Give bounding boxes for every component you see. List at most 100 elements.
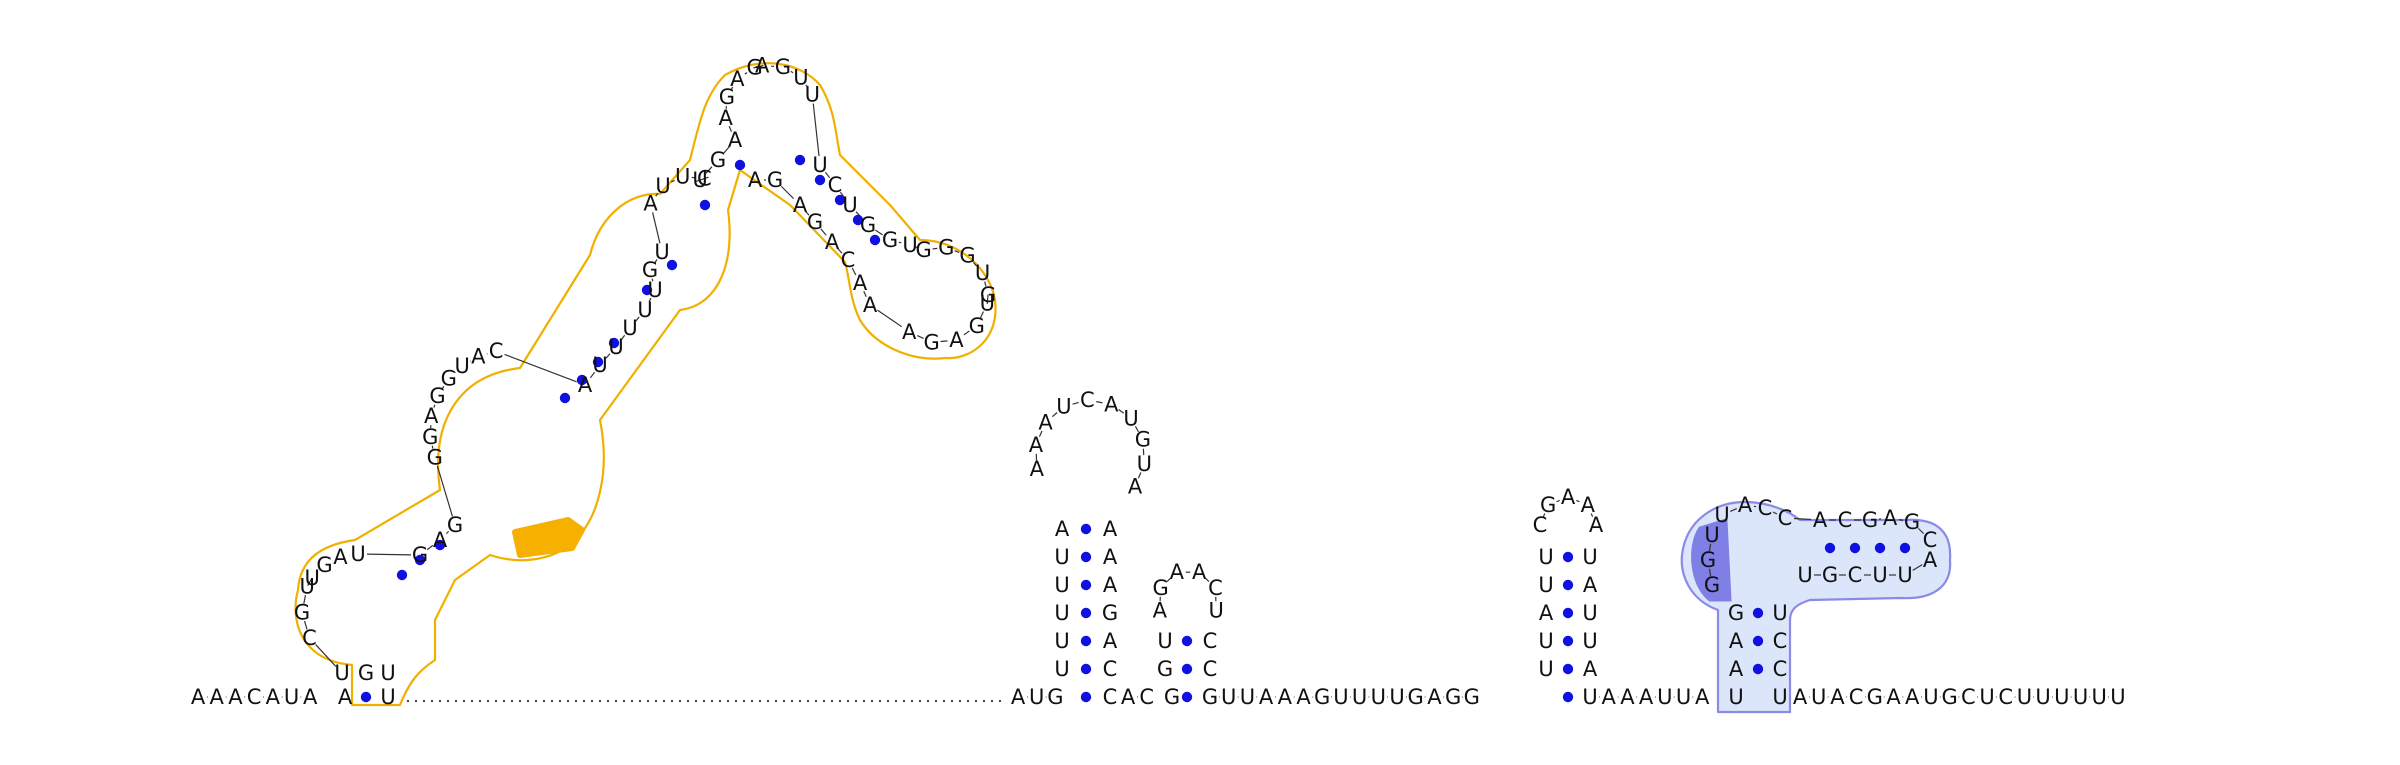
strand-gap-dot [759,700,761,702]
base-pair-dot [1563,608,1573,618]
base-pair-dot [1900,543,1910,553]
strand-gap-dot [783,700,785,702]
hairpin2-nucleotide: C [1203,629,1218,653]
base-pair-dot [1563,636,1573,646]
base-pair-dot [1825,543,1835,553]
hairpin1-loop-nucleotide: U [1056,395,1071,419]
orange-domain-nucleotide: A [863,293,878,317]
strand-gap-dot [967,700,969,702]
orange-domain-nucleotide: G [959,244,975,268]
strand-gap-dot [823,700,825,702]
strand-gap-dot [839,700,841,702]
hairpin3-stem-5prime: U [1538,545,1553,569]
strand-gap-dot [551,700,553,702]
strand-gap-dot [735,700,737,702]
orange-domain-nucleotide: G [316,553,332,577]
strand-gap-dot [455,700,457,702]
hairpin2-loop-nucleotide: A [1153,598,1168,622]
base-pair-dot [1182,636,1192,646]
strand-gap-dot [671,700,673,702]
base-pair-dot [1753,608,1763,618]
strand-gap-dot [767,700,769,702]
orange-domain-nucleotide: G [412,543,428,567]
orange-domain-nucleotide: A [853,271,868,295]
strand-gap-dot [855,700,857,702]
strand-gap-dot [999,700,1001,702]
strand-gap-dot [703,700,705,702]
orange-domain-nucleotide: U [975,261,990,285]
blue-domain-nucleotide: A [1883,506,1898,530]
middle-nucleotide: G [1445,685,1461,709]
hairpin3-stem-3prime: U [1582,601,1597,625]
tail-nucleotide: G [1941,685,1957,709]
strand-gap-dot [519,700,521,702]
hairpin1-stem-3prime: G [1102,601,1118,625]
middle-nucleotide: A [1427,685,1442,709]
tail-nucleotide: U [2073,685,2088,709]
orange-domain-nucleotide: U [380,685,395,709]
orange-domain-nucleotide: U [654,240,669,264]
blue-domain-nucleotide: U [1714,503,1729,527]
strand-gap-dot [951,700,953,702]
orange-domain-nucleotide: A [793,193,808,217]
hairpin1-loop-nucleotide: A [1029,433,1044,457]
strand-gap-dot [903,700,905,702]
orange-domain-nucleotide: G [447,513,463,537]
base-pair-dot [397,570,407,580]
blue-stem-5prime: A [1729,657,1744,681]
orange-domain-nucleotide: A [338,685,353,709]
strand-gap-dot [863,700,865,702]
orange-domain-nucleotide: A [825,230,840,254]
strand-gap-dot [479,700,481,702]
strand-gap-dot [615,700,617,702]
strand-gap-dot [623,700,625,702]
blue-stem-5prime: G [1728,601,1744,625]
base-pair-dot [361,692,371,702]
middle-nucleotide: U [1389,685,1404,709]
orange-domain-nucleotide: A [471,345,486,369]
strand-gap-dot [919,700,921,702]
orange-domain-nucleotide: A [902,320,917,344]
blue-domain-nucleotide: C [1778,506,1793,530]
hairpin1-stem-3prime: A [1103,573,1118,597]
blue-stem-3prime: C [1773,629,1788,653]
strand-gap-dot [895,700,897,702]
spacer-nucleotide: U [1582,685,1597,709]
strand-gap-dot [663,700,665,702]
hairpin1-stem-5prime: U [1054,657,1069,681]
tail-nucleotide: U [1923,685,1938,709]
orange-domain-nucleotide: G [924,330,940,354]
base-pair-dot [1563,664,1573,674]
strand-gap-dot [423,700,425,702]
hairpin3-stem-5prime: U [1538,573,1553,597]
strand-gap-dot [575,700,577,702]
middle-nucleotide: G [1464,685,1480,709]
leader-nucleotide: A [191,685,206,709]
orange-domain-nucleotide: A [718,106,733,130]
orange-domain-nucleotide: U [455,354,470,378]
middle-nucleotide: A [1296,685,1311,709]
orange-domain-nucleotide: U [675,165,690,189]
strand-gap-dot [471,700,473,702]
backbone-link [781,186,793,198]
orange-domain-nucleotide: U [812,153,827,177]
base-pair-dot [1753,636,1763,646]
hairpin1-stem-5prime: U [1054,573,1069,597]
strand-gap-dot [527,700,529,702]
blue-domain-nucleotide: G [1904,510,1920,534]
leader-nucleotide: A [210,685,225,709]
tail-nucleotide: A [1830,685,1845,709]
blue-domain-nucleotide: G [1822,563,1838,587]
orange-domain-nucleotide: G [422,425,438,449]
middle-nucleotide: A [1259,685,1274,709]
hairpin1-stem-3prime: A [1103,517,1118,541]
strand-gap-dot [879,700,881,702]
base-pair-dot [1081,552,1091,562]
hairpin1-stem-5prime: U [1054,629,1069,653]
hairpin3-stem-5prime: U [1538,629,1553,653]
backbone-link [899,242,902,243]
tail-nucleotide: A [1886,685,1901,709]
orange-domain-nucleotide: G [358,661,374,685]
strand-gap-dot [911,700,913,702]
blue-stem-3prime: U [1772,601,1787,625]
